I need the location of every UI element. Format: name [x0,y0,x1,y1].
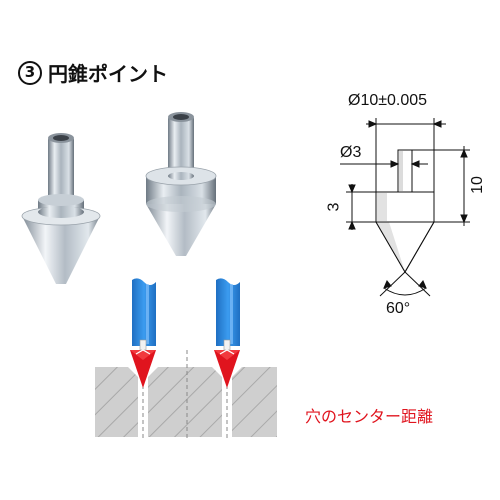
dimension-total-height: 10 [468,176,486,194]
usage-diagram [95,278,277,440]
cone-point-photo-right [145,112,217,256]
dimension-collar-height: 3 [325,202,343,212]
measuring-tool-left [130,278,156,388]
measuring-tool-right [214,278,240,388]
section-title: 3 円錐ポイント [18,58,168,87]
section-title-text: 円錐ポイント [48,62,168,86]
section-number-badge: 3 [18,60,42,85]
cone-point-photo-left [21,133,101,284]
dimension-outer-diameter: Ø10±0.005 [348,92,428,109]
hole-center-distance-caption: 穴のセンター距離 [305,407,434,426]
dimension-cone-angle: 60° [386,300,411,317]
dimension-shank-diameter: Ø3 [340,144,362,161]
technical-drawing [340,118,470,297]
